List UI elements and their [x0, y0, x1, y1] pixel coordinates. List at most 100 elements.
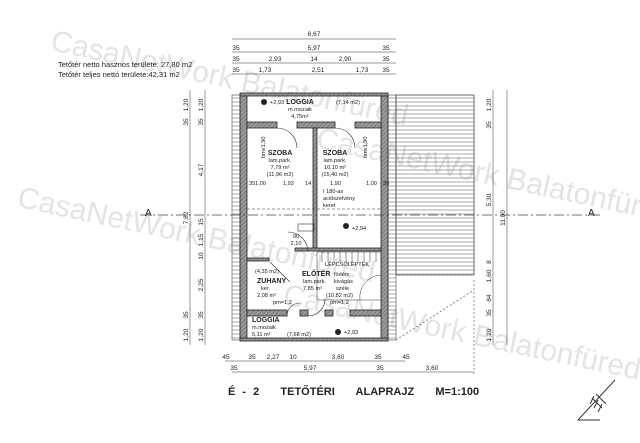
dim-label: 1,20: [198, 328, 205, 341]
dim-label: 2,93: [269, 56, 282, 63]
dim-label: 35: [382, 56, 390, 63]
dim-label: 35: [376, 365, 384, 372]
dim-label: 7,82: [183, 211, 190, 224]
dim-label: 2,90: [339, 56, 352, 63]
dim-label: 3,60: [426, 365, 439, 372]
room-height: bmv1,90: [363, 137, 369, 158]
dim-label: 35: [232, 67, 240, 74]
section-mark-right: A: [588, 208, 595, 219]
level-marker-icons: [261, 99, 349, 335]
beam-note: acélszelvény: [323, 196, 355, 202]
useful-area-text: Tetőtér netto hasznos területe: 27,80 m2: [58, 60, 193, 69]
roof-hatch: [395, 94, 475, 276]
room-floor: lam.park.: [268, 158, 291, 164]
dim-label: 4,17: [198, 163, 205, 176]
room-total: (11,96 m2): [267, 172, 294, 178]
dim-label: 1,20: [183, 328, 190, 341]
room-area: 5,11 m²: [252, 332, 271, 338]
room-total: (7,68 m2): [287, 332, 311, 338]
dim-label: 10: [198, 252, 205, 260]
total-area-text: Tetőtér teljes nettó területe:42,31 m2: [58, 70, 180, 79]
dim-label: 2,51: [312, 67, 325, 74]
room-area: 7,79 m²: [271, 165, 290, 171]
drawing-title: É - 2 TETŐTÉRI ALAPRAJZ M=1:100: [228, 386, 480, 398]
dim-label: 5,97: [304, 365, 317, 372]
room-total: (15,40 m2): [321, 172, 348, 178]
dim-label: 35: [382, 67, 390, 74]
dim-label: 35: [249, 181, 255, 187]
dim-label: 35: [383, 181, 389, 187]
room-name: SZOBA: [323, 150, 348, 157]
level-mark: +2,93: [344, 330, 358, 336]
dim-label: 1,00: [366, 181, 377, 187]
dim-label: 35: [232, 45, 240, 52]
dim-label: 1,20: [183, 98, 190, 111]
roof-hatch-right: [387, 94, 397, 341]
dim-label: 2,27: [267, 354, 280, 361]
room-area: 7,85 m²: [303, 286, 322, 292]
room-floor: m.mozaik: [252, 325, 276, 331]
dim-label: 1,73: [356, 67, 369, 74]
dim-label: 2,25: [198, 278, 205, 291]
dim-label: 1,73: [259, 67, 272, 74]
slab-note: széle: [336, 286, 349, 292]
dim-label: 5,97: [308, 45, 321, 52]
room-name: ZUHANY: [257, 278, 286, 285]
dim-label: 1,90: [330, 181, 341, 187]
room-floor: m.mozaik: [288, 107, 312, 113]
dim-label: 35: [374, 354, 382, 361]
dim-label: 14: [310, 56, 318, 63]
dim-label: 1,20: [198, 98, 205, 111]
dim-label: 90: [293, 234, 299, 240]
dim-label: 35: [486, 309, 493, 317]
room-name: SZOBA: [268, 150, 293, 157]
slab-note: födém: [334, 272, 350, 278]
room-height: bmv1,90: [261, 137, 267, 158]
parapet-height: pm=1,2: [273, 300, 292, 306]
dim-label: 35: [198, 311, 205, 319]
dim-label: 35: [183, 118, 190, 126]
walls: [239, 92, 389, 342]
dim-label: 35: [230, 365, 238, 372]
staircase: [316, 251, 382, 301]
dim-label: 11,00: [500, 210, 507, 226]
beam-note: I 180-as: [323, 189, 343, 195]
room-name: LOGGIA: [252, 317, 280, 324]
section-mark-left: A: [145, 208, 152, 219]
stair-label: LÉPCSŐLÉPTÉK: [325, 261, 369, 268]
area-summary: Tetőtér netto hasznos területe: 27,80 m2…: [58, 60, 192, 80]
dim-label: 1,93: [283, 181, 294, 187]
dim-label: 10: [289, 354, 297, 361]
north-arrow-icon: [576, 379, 616, 421]
dim-label: 15: [198, 218, 205, 226]
room-area: 2,08 m²: [257, 293, 276, 299]
beam-note: keret: [323, 203, 336, 209]
dim-label: 35: [248, 354, 256, 361]
dim-label: 35: [198, 118, 205, 126]
dim-label: 6,67: [308, 31, 321, 38]
room-area: 4,75m²: [291, 114, 309, 120]
dim-label: 8: [486, 260, 493, 264]
room-floor: ker.: [261, 286, 270, 292]
room-total: (7,14 m2): [336, 100, 360, 106]
roof-hatch-left: [231, 94, 241, 341]
dim-label: 1,60: [486, 269, 493, 282]
dim-label: 5,30: [486, 193, 493, 206]
room-total: (10,82 m2): [326, 293, 353, 299]
level-mark: +2,93: [270, 100, 284, 106]
dim-label: 35: [382, 45, 390, 52]
level-mark: +2,94: [352, 226, 366, 232]
dim-label: 45: [402, 354, 410, 361]
dim-label: 35: [486, 121, 493, 129]
room-name: ELŐTÉR: [302, 269, 330, 278]
parapet-height: pm=1,2: [330, 300, 349, 306]
chimney: [297, 223, 315, 232]
top-dimensions: [189, 38, 508, 375]
dim-label: 1,20: [486, 328, 493, 341]
room-floor: lam.park.: [323, 158, 346, 164]
dim-label: 35: [232, 56, 240, 63]
dim-label: 1,15: [198, 233, 205, 246]
dim-label: 45: [222, 354, 230, 361]
dim-label: 2,10: [291, 241, 302, 247]
